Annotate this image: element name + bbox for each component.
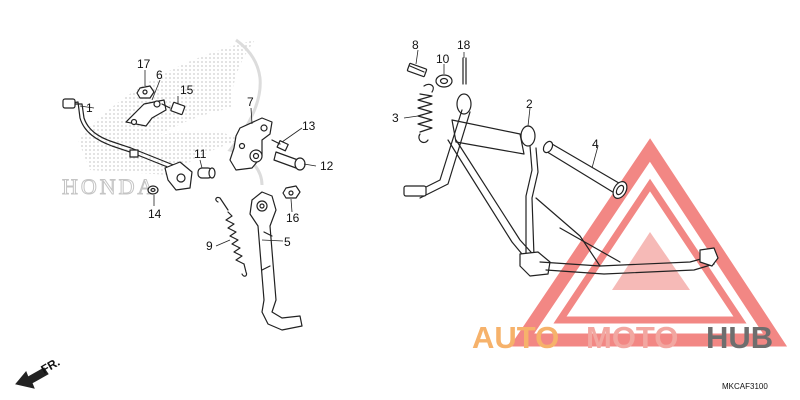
callout-14: 14 (148, 207, 162, 221)
callout-4: 4 (592, 137, 599, 151)
diagram-code: MKCAF3100 (722, 382, 768, 391)
brand-hub: HUB (706, 320, 773, 355)
part-10-washer (435, 74, 453, 88)
part-13-bolt (271, 139, 289, 152)
part-8-bolt (406, 62, 428, 78)
part-4-pipe (542, 140, 628, 199)
part-9-spring (215, 196, 248, 277)
part-15-bolt (161, 101, 186, 116)
honda-logo-text: HONDA (62, 174, 156, 199)
callout-7: 7 (247, 95, 254, 109)
callout-17: 17 (137, 57, 151, 71)
brand-moto: MOTO (586, 320, 678, 355)
callout-18: 18 (457, 38, 471, 52)
honda-wing-watermark: HONDA (62, 38, 264, 200)
part-6-bracket (125, 99, 167, 127)
callout-2: 2 (526, 97, 533, 111)
callout-13: 13 (302, 119, 316, 133)
callout-1: 1 (86, 101, 93, 115)
callout-16: 16 (286, 211, 300, 225)
callout-9: 9 (206, 239, 213, 253)
callout-3: 3 (392, 111, 399, 125)
part-2-main-stand (403, 93, 719, 277)
callout-labels: 1 2 3 4 5 6 7 8 9 10 11 12 13 14 15 16 1… (86, 38, 599, 253)
callout-11: 11 (194, 147, 207, 161)
callout-6: 6 (156, 68, 163, 82)
brand-auto: AUTO (472, 320, 559, 355)
part-3-spring (417, 83, 434, 144)
callout-12: 12 (320, 159, 334, 173)
part-7-bracket-plate (229, 117, 273, 171)
automotohub-wordmark: AUTO MOTO HUB (472, 320, 773, 355)
part-12-pivot-bolt (273, 151, 306, 171)
automotohub-triangle-logo (509, 138, 788, 347)
callout-8: 8 (412, 38, 419, 52)
part-16-nut (282, 185, 301, 199)
part-18-cotter-pin (462, 57, 467, 85)
front-direction-arrow: FR. (15, 355, 62, 389)
callout-10: 10 (436, 52, 450, 66)
part-17-nut (136, 85, 155, 99)
part-14-washer (147, 185, 159, 195)
part-1-rod (62, 98, 193, 191)
callout-15: 15 (180, 83, 194, 97)
part-11-pin (197, 167, 216, 179)
leader-lines (79, 49, 599, 247)
part-5-side-stand (249, 191, 303, 331)
callout-5: 5 (284, 235, 291, 249)
